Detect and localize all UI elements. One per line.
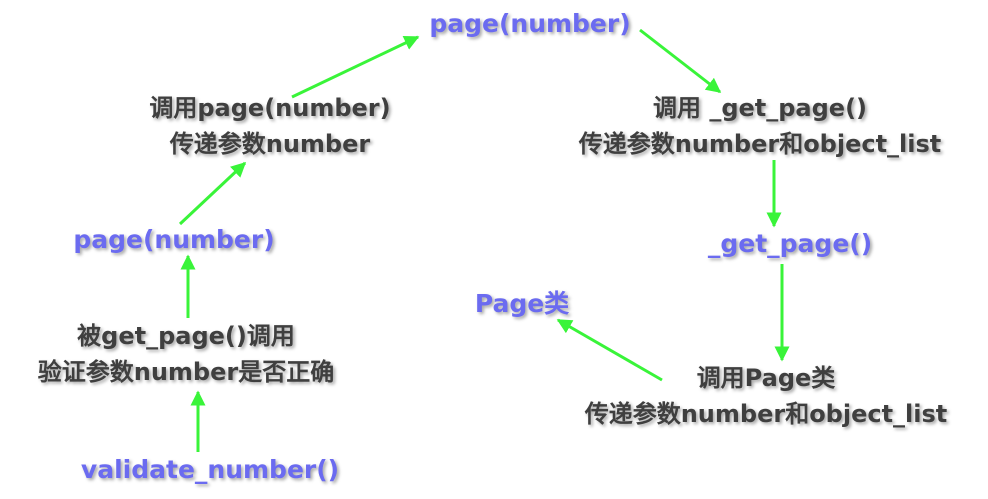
arrow-page-left-to-desc [178,161,247,226]
node-page-left: page(number) [73,222,274,258]
desc-call-page-line-1: 调用page(number) [149,94,391,122]
node-page-top-label: page(number) [429,9,631,38]
desc-validate-line-2: 验证参数number是否正确 [37,358,335,386]
desc-call-get-page-line-2: 传递参数number和object_list [578,130,942,158]
node-get-page-label: _get_page() [707,229,873,258]
node-page-top: page(number) [429,6,630,42]
desc-call-page-class-line-1: 调用Page类 [696,364,836,392]
node-page-class-label: Page类 [474,289,570,318]
desc-validate-line-1: 被get_page()调用 [77,322,295,350]
desc-call-get-page-line-1: 调用 _get_page() [652,94,868,122]
desc-call-page-line-2: 传递参数number [169,130,371,158]
node-desc-validate: 被get_page()调用 验证参数number是否正确 [38,318,334,390]
arrow-desc-to-page-top [291,35,420,99]
node-validate-number-label: validate_number() [80,455,340,484]
node-desc-call-get-page: 调用 _get_page() 传递参数number和object_list [579,90,942,162]
arrow-page-top-to-desc [639,28,722,94]
node-validate-number: validate_number() [81,452,339,488]
arrow-desc-to-page-class [556,318,663,382]
node-page-class: Page类 [475,286,569,322]
node-desc-call-page: 调用page(number) 传递参数number [149,90,390,162]
node-desc-call-page-class: 调用Page类 传递参数number和object_list [585,360,948,432]
desc-call-page-class-line-2: 传递参数number和object_list [584,400,948,428]
node-page-left-label: page(number) [73,225,275,254]
node-get-page: _get_page() [708,226,872,262]
